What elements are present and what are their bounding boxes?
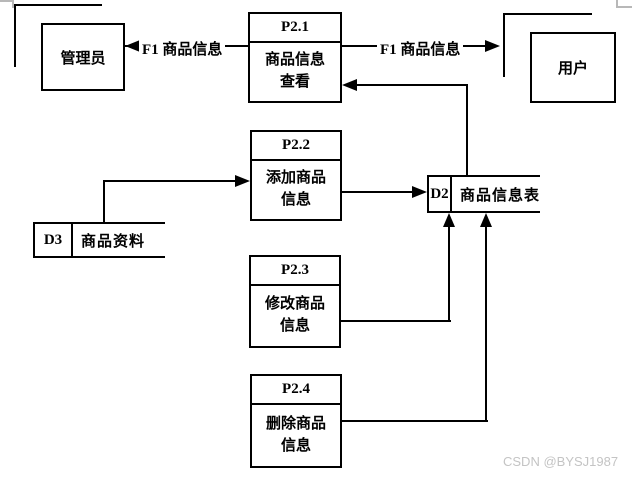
flow-line-d2-to-p21-horizontal (357, 84, 468, 86)
datastore-d3-label: 商品资料 (81, 233, 146, 250)
flow-line-p24-to-d2-horizontal (342, 420, 488, 422)
flow-line-d3-to-p22-vertical (103, 182, 105, 222)
corner-bracket-user-h (503, 13, 592, 15)
datastore-d3: D3 商品资料 (33, 222, 165, 258)
process-p22-label: 添加商品 信息 (252, 161, 340, 219)
process-p21-id: P2.1 (250, 14, 340, 43)
external-entity-user: 用户 (530, 32, 616, 103)
process-p21-label: 商品信息 查看 (250, 43, 340, 101)
corner-bracket-user-v (503, 13, 505, 77)
process-p23-label: 修改商品 信息 (251, 286, 339, 346)
external-entity-admin: 管理员 (41, 23, 125, 91)
arrowhead-into-p21 (342, 79, 357, 91)
arrowhead-p22-into-d2 (412, 186, 427, 198)
process-p22-id: P2.2 (252, 132, 340, 161)
process-p23-label-line1: 修改商品 (264, 296, 325, 313)
process-p21-label-line2: 查看 (279, 74, 310, 90)
corner-bracket-top-left-v (14, 4, 16, 67)
datastore-d2-id: D2 (429, 177, 452, 211)
process-p24-label-line2: 信息 (280, 437, 311, 454)
gray-corner-mark-top-right-h (616, 6, 632, 8)
process-p22-label-line2: 信息 (280, 192, 311, 208)
arrowhead-p24-into-d2 (480, 213, 492, 227)
process-p24-label: 删除商品 信息 (252, 405, 340, 466)
watermark-text: CSDN @BYSJ1987 (503, 454, 619, 469)
process-p21: P2.1 商品信息 查看 (248, 12, 342, 103)
flow-line-p22-to-d2 (342, 191, 412, 193)
flow-line-d3-to-p22-horizontal (103, 180, 235, 182)
process-p22: P2.2 添加商品 信息 (250, 130, 342, 221)
process-p23-id: P2.3 (251, 257, 339, 286)
gray-corner-mark-top-left-v (12, 0, 14, 8)
gray-corner-mark-top-right-v (616, 0, 618, 7)
process-p24: P2.4 删除商品 信息 (250, 374, 342, 468)
corner-bracket-top-left-h (14, 4, 102, 6)
flow-label-f1-to-user: F1 商品信息 (377, 38, 464, 59)
flow-line-p23-to-d2-horizontal (341, 320, 451, 322)
gray-corner-mark-top-left-h (0, 0, 13, 2)
datastore-d2-label: 商品信息表 (459, 187, 540, 204)
arrowhead-to-user (485, 40, 500, 52)
datastore-d2: D2 商品信息表 (427, 175, 540, 213)
arrowhead-to-admin (125, 40, 140, 52)
process-p21-label-line1: 商品信息 (264, 52, 325, 69)
flow-line-d2-to-p21-vertical (466, 86, 468, 175)
datastore-d3-id: D3 (35, 224, 73, 256)
flow-line-p24-to-d2-vertical (485, 227, 487, 422)
process-p23-label-line2: 信息 (279, 318, 310, 334)
process-p23: P2.3 修改商品 信息 (249, 255, 341, 348)
user-label: 用户 (557, 61, 588, 77)
arrowhead-into-p22 (235, 175, 250, 187)
flow-label-f1-to-admin: F1 商品信息 (139, 38, 226, 59)
process-p24-label-line1: 删除商品 (265, 415, 326, 432)
process-p22-label-line1: 添加商品 (265, 170, 326, 187)
process-p24-id: P2.4 (252, 376, 340, 405)
admin-label: 管理员 (60, 50, 106, 67)
arrowhead-p23-into-d2 (443, 213, 455, 227)
flow-line-p23-to-d2-vertical (448, 227, 450, 322)
